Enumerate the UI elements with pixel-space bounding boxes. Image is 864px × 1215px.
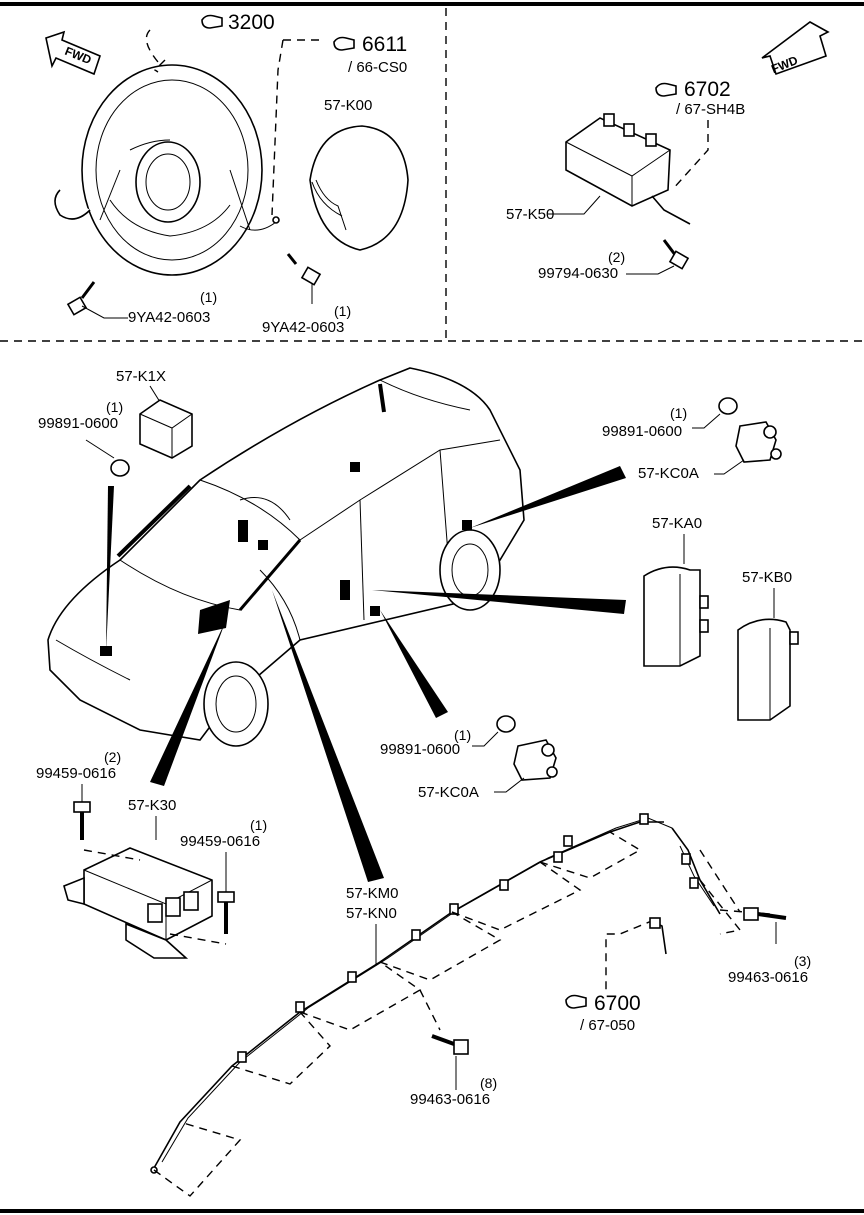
ref-steering-wheel: 3200: [201, 11, 275, 34]
vehicle-drawing: [47, 367, 525, 747]
part-driver-airbag: 57-K00: [324, 97, 372, 114]
side-sensor-upper-drawing: [735, 421, 782, 463]
bolt-icon: [431, 1034, 469, 1055]
bolt-qty: (1): [106, 399, 123, 415]
fwd-arrow-right: FWD: [761, 21, 830, 76]
ref-number: 6700: [594, 992, 641, 1015]
bolt-icon: [662, 239, 690, 270]
driver-airbag-drawing: [309, 125, 409, 251]
bolt-icon: [743, 907, 787, 921]
side-sensor-lower-drawing: [513, 739, 558, 781]
part-curtain-b: 57-KN0: [346, 905, 397, 922]
bolt-qty: (8): [480, 1075, 497, 1091]
bolt-number: 9YA42-0603: [128, 309, 210, 326]
part-side-sensor-upper: 57-KC0A: [638, 465, 699, 482]
clock-spring-leader: [271, 39, 320, 216]
ref-number: 3200: [228, 11, 275, 34]
bolt-qty: (1): [250, 817, 267, 833]
part-side-sensor-lower: 57-KC0A: [418, 784, 479, 801]
reference-hand-icon: [565, 994, 587, 1009]
ref-sub: / 67-SH4B: [676, 101, 745, 118]
ref-sub: / 66-CS0: [348, 59, 407, 76]
fwd-arrow-left: FWD: [45, 30, 101, 76]
part-seat-airbag-b: 57-KB0: [742, 569, 792, 586]
nut-icon: [110, 459, 130, 477]
nut-icon: [718, 397, 738, 415]
bolt-number: 9YA42-0603: [262, 319, 344, 336]
bolt-icon: [286, 253, 322, 286]
part-curtain-a: 57-KM0: [346, 885, 399, 902]
bolt-number: 99891-0600: [38, 415, 118, 432]
curtain-dashed-guides: [153, 831, 771, 1197]
curtain-airbag-drawing: [150, 813, 721, 1174]
part-passenger-airbag: 57-K50: [506, 206, 554, 223]
bolt-qty: (1): [334, 303, 351, 319]
control-unit-drawing: [63, 847, 213, 959]
bolt-qty: (1): [670, 405, 687, 421]
bolt-number: 99459-0616: [180, 833, 260, 850]
bolt-qty: (2): [608, 249, 625, 265]
nut-icon: [496, 715, 516, 733]
passenger-airbag-drawing: [565, 113, 691, 225]
part-crash-sensor: 57-K1X: [116, 368, 166, 385]
reference-hand-icon: [333, 36, 355, 51]
part-control-unit: 57-K30: [128, 797, 176, 814]
bolt-number: 99463-0616: [728, 969, 808, 986]
ref-number: 6702: [684, 78, 731, 101]
ref-passenger-module: 6702 / 67-SH4B: [655, 78, 745, 118]
bolt-icon: [66, 281, 96, 316]
bolt-number: 99463-0616: [410, 1091, 490, 1108]
bolt-qty: (1): [454, 727, 471, 743]
seat-airbag-a-drawing: [643, 566, 709, 667]
part-seat-airbag-a: 57-KA0: [652, 515, 702, 532]
ref-sub: / 67-050: [580, 1017, 635, 1034]
bolt-icon: [217, 891, 235, 934]
bolt-number: 99794-0630: [538, 265, 618, 282]
bolt-number: 99891-0600: [380, 741, 460, 758]
steering-ref-leader: [153, 59, 166, 73]
pointer-wedges: [106, 466, 626, 882]
seat-airbag-b-drawing: [737, 618, 799, 721]
steering-wheel-drawing: [54, 64, 280, 276]
bolt-qty: (2): [104, 749, 121, 765]
reference-hand-icon: [201, 14, 223, 29]
ref-number: 6611: [362, 33, 407, 56]
bolt-number: 99459-0616: [36, 765, 116, 782]
ref-harness: 6700 / 67-050: [565, 992, 641, 1034]
ref-clock-spring: 6611 / 66-CS0: [333, 33, 407, 76]
bolt-icon: [73, 801, 91, 840]
bolt-qty: (3): [794, 953, 811, 969]
bolt-qty: (1): [200, 289, 217, 305]
reference-hand-icon: [655, 82, 677, 97]
bolt-number: 99891-0600: [602, 423, 682, 440]
harness-connector-drawing: [649, 917, 667, 955]
crash-sensor-drawing: [139, 399, 193, 459]
